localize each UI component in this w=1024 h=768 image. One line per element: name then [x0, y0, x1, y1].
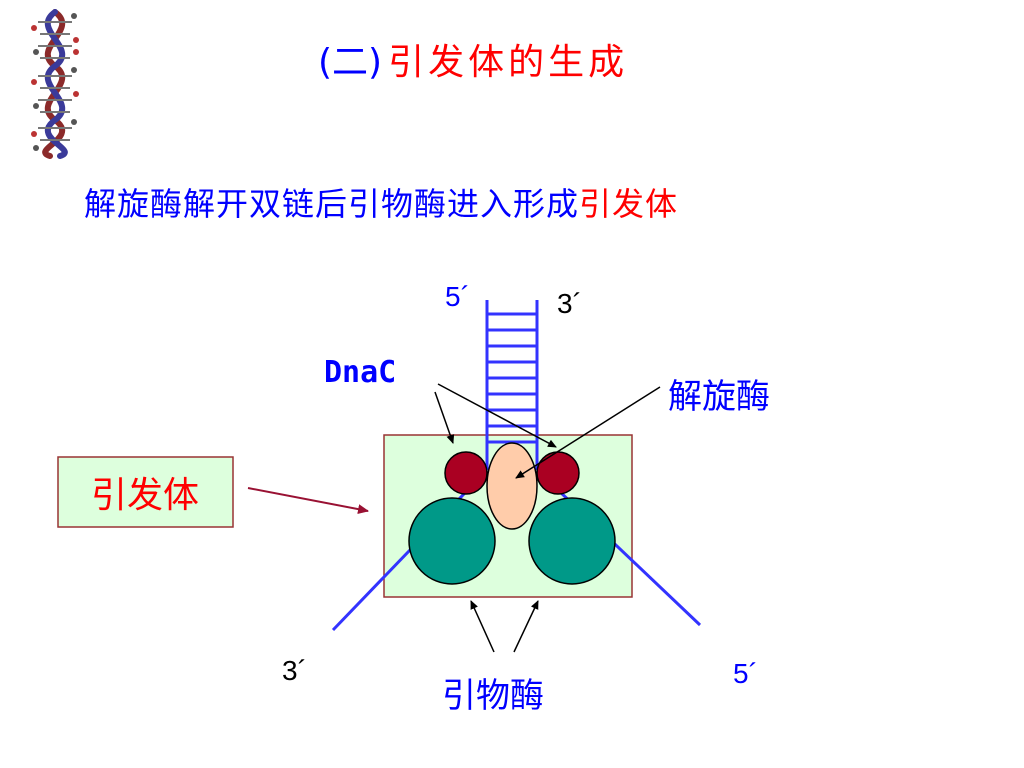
primase-arrow-left [470, 600, 495, 653]
dnac-label: DnaC [324, 355, 396, 390]
title-main: 引发体的生成 [388, 42, 629, 83]
dna-helix-icon [31, 9, 79, 159]
dnac-left [444, 451, 488, 495]
dnac-right [536, 451, 580, 495]
helicase-label: 解旋酶 [668, 377, 770, 417]
top-right-end-label: 3´ [557, 288, 582, 319]
dnac-arrow-right [437, 383, 557, 448]
primosome-label-box [57, 456, 234, 528]
subtitle-red-text: 引发体 [579, 185, 679, 223]
title-prefix: (二) [318, 42, 383, 83]
primase-label: 引物酶 [442, 676, 544, 716]
subtitle-blue-text: 解旋酶解开双链后引物酶进入形成 [84, 185, 580, 223]
dnac-arrow-left [434, 391, 455, 444]
subtitle: 解旋酶解开双链后引物酶进入形成引发体 [84, 182, 678, 226]
primase-left [408, 497, 496, 585]
helicase-ellipse [486, 442, 538, 530]
bottom-left-end-label: 3´ [282, 655, 307, 686]
primosome-label: 引发体 [91, 475, 199, 516]
page-title: (二)引发体的生成 [318, 40, 628, 86]
primase-arrow-right [513, 600, 539, 653]
helicase-arrow [515, 386, 661, 479]
top-left-end-label: 5´ [445, 281, 470, 312]
primase-right [528, 497, 616, 585]
dna-double-strand [485, 300, 539, 470]
primosome-arrow [247, 487, 369, 515]
right-single-strand [535, 468, 702, 627]
bottom-right-end-label: 5´ [733, 658, 758, 689]
